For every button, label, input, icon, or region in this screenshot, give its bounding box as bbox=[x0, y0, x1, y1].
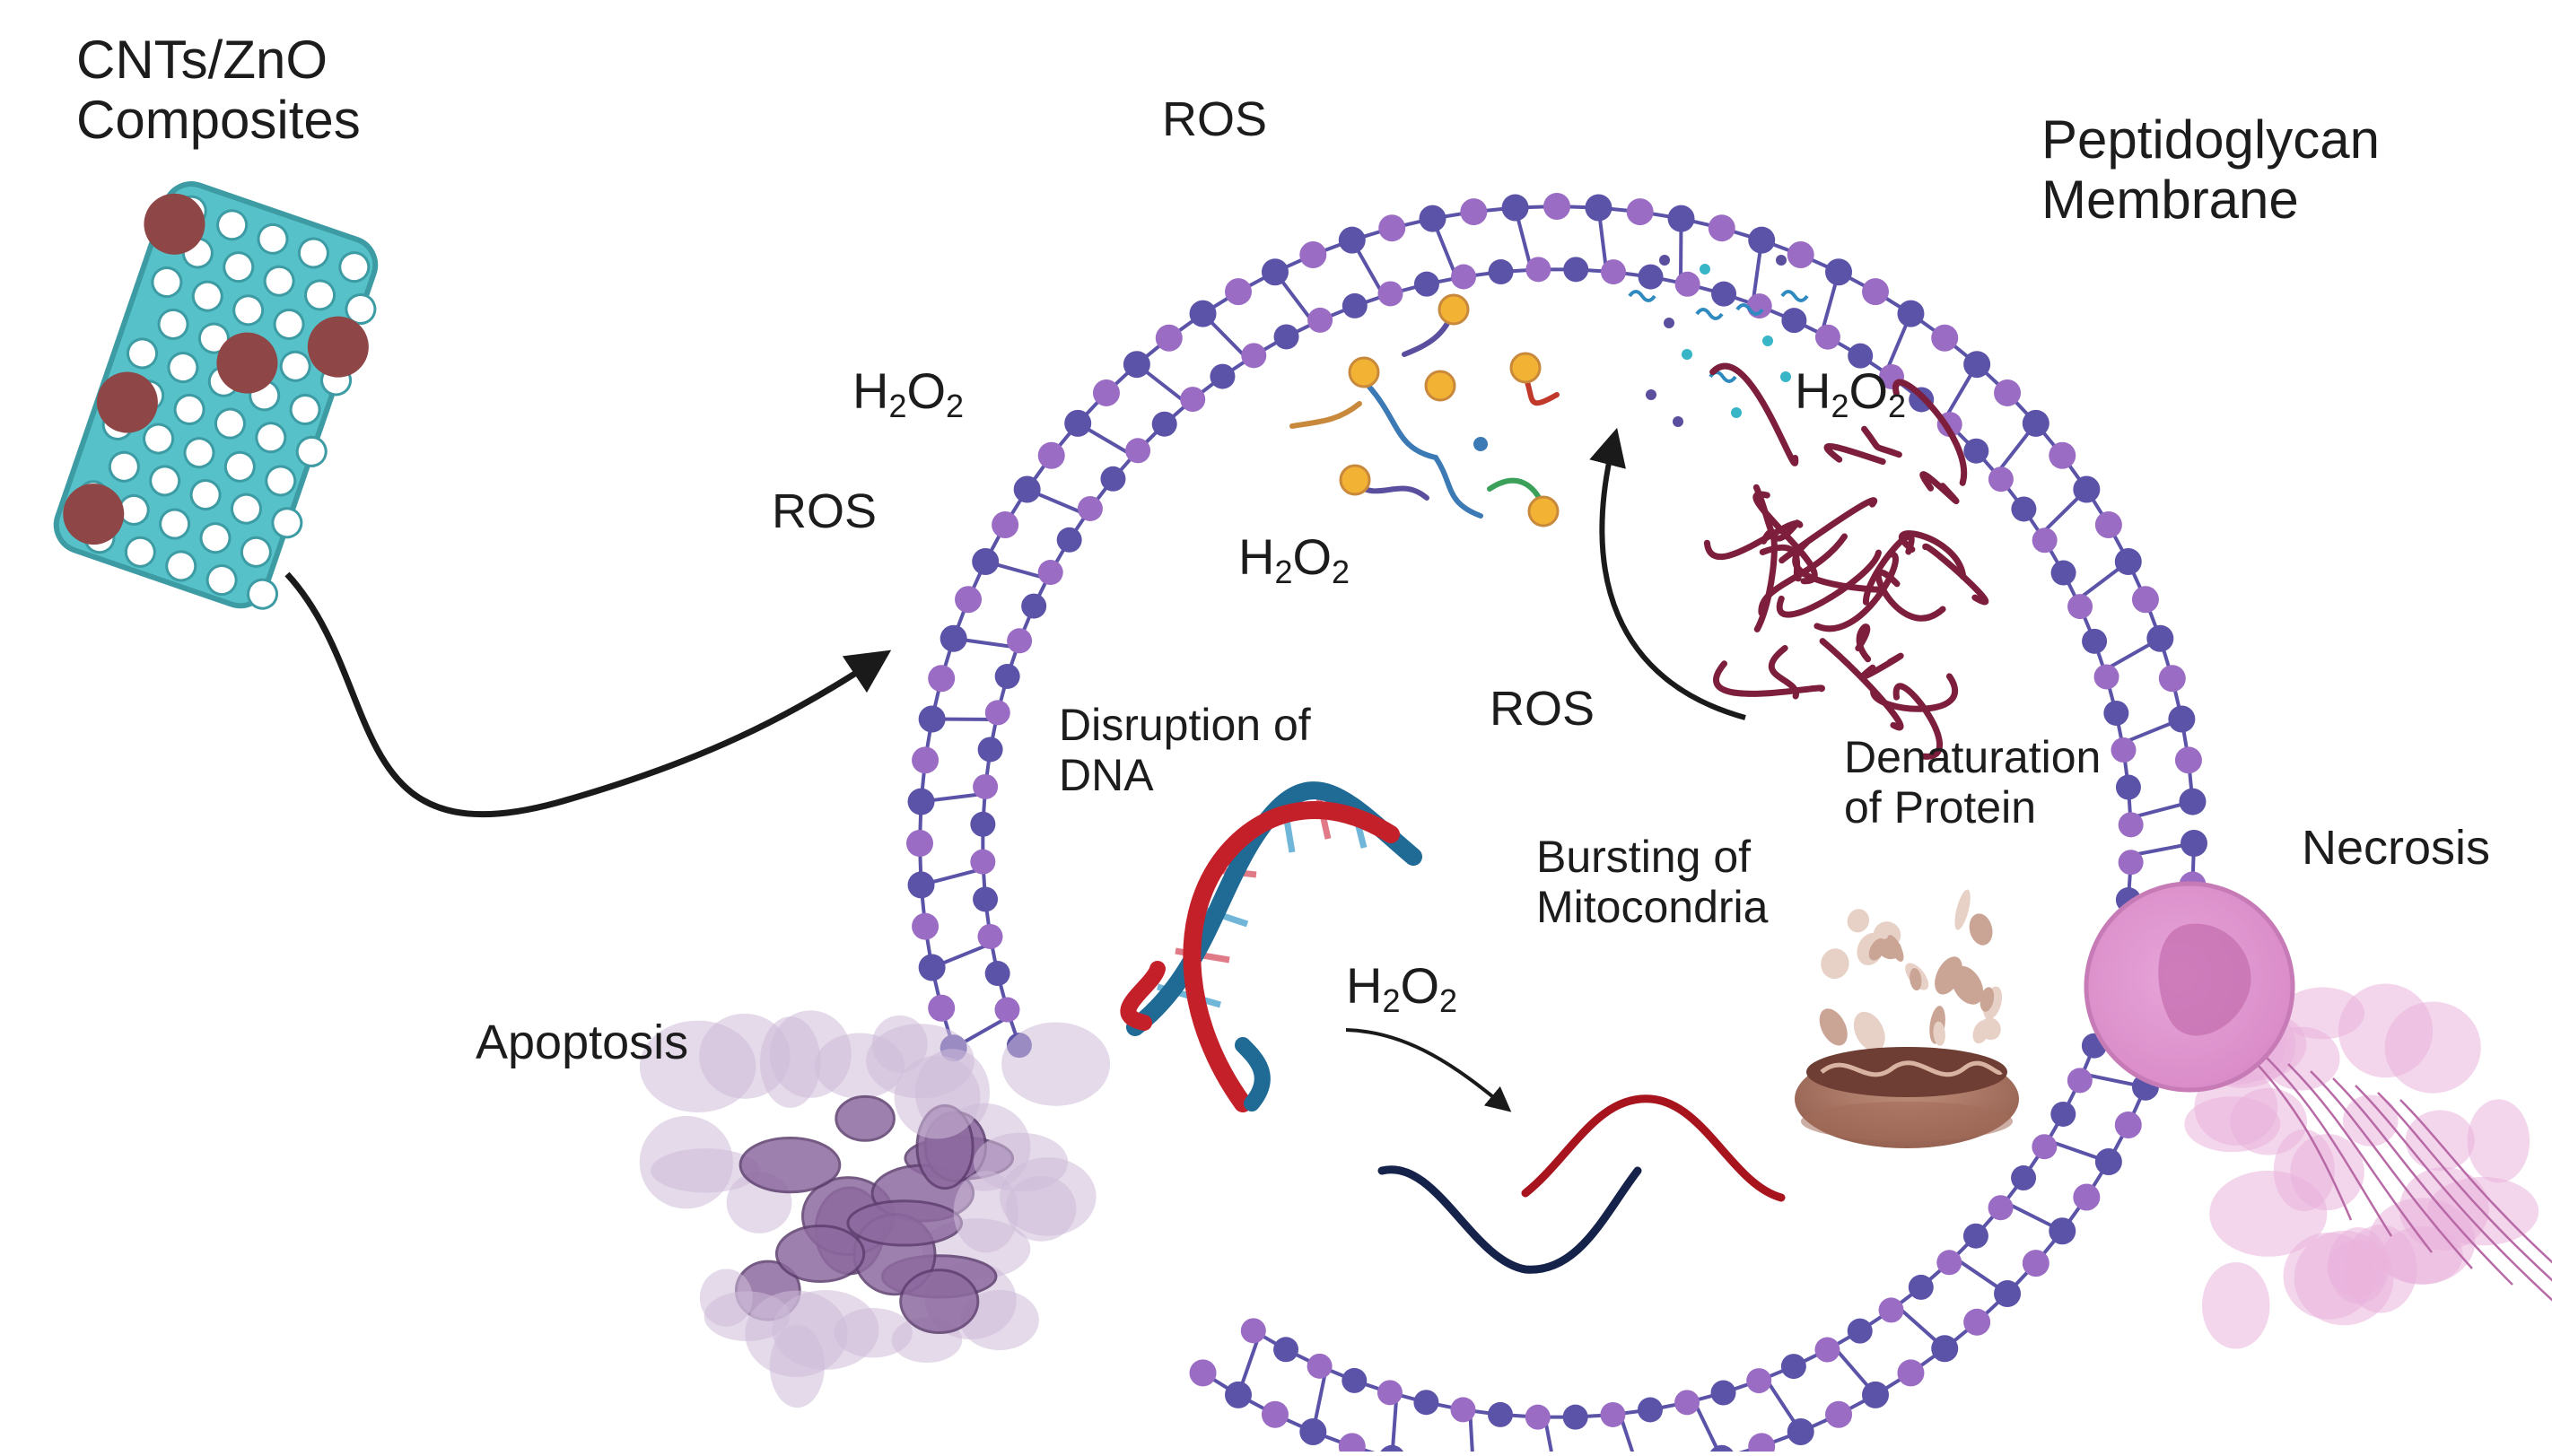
necrosis-icon bbox=[2086, 884, 2552, 1348]
composite-label-line1: CNTs/ZnO bbox=[76, 30, 361, 90]
apoptosis-label: Apoptosis bbox=[476, 1016, 688, 1069]
ros-label-left: ROS bbox=[772, 484, 877, 538]
cnt-zno-composite-icon bbox=[35, 171, 402, 619]
membrane-label-line2: Membrane bbox=[2041, 170, 2380, 230]
necrosis-label: Necrosis bbox=[2302, 821, 2490, 875]
mitochondria-icon bbox=[1795, 888, 2019, 1148]
denatured-protein-icon bbox=[1707, 366, 1985, 756]
composite-label-line2: Composites bbox=[76, 90, 361, 150]
molecule-fragments-icon bbox=[1292, 295, 1558, 526]
membrane-label: Peptidoglycan Membrane bbox=[2041, 109, 2380, 230]
mitochondria-label: Bursting of Mitocondria bbox=[1536, 832, 1768, 932]
entry-arrow bbox=[287, 574, 884, 815]
dna-label-line1: Disruption of bbox=[1059, 700, 1311, 750]
mito-label-line1: Bursting of bbox=[1536, 832, 1768, 882]
dna-label-line2: DNA bbox=[1059, 750, 1311, 800]
protein-arrow bbox=[1602, 435, 1745, 718]
dna-helix-icon bbox=[1128, 790, 1413, 1103]
protein-label-line1: Denaturation bbox=[1844, 732, 2101, 782]
ros-label-top: ROS bbox=[1162, 92, 1267, 146]
h2o2-label-dna: H2O2 bbox=[1346, 957, 1457, 1019]
composite-label: CNTs/ZnO Composites bbox=[76, 30, 361, 150]
dna-arrow bbox=[1346, 1030, 1508, 1109]
broken-dna-strand-red bbox=[1525, 1099, 1781, 1198]
h2o2-label-left: H2O2 bbox=[852, 362, 964, 424]
mito-label-line2: Mitocondria bbox=[1536, 882, 1768, 932]
dna-disruption-label: Disruption of DNA bbox=[1059, 700, 1311, 800]
membrane-label-line1: Peptidoglycan bbox=[2041, 109, 2380, 170]
ros-label-center: ROS bbox=[1490, 682, 1595, 736]
protein-label-line2: of Protein bbox=[1844, 782, 2101, 833]
protein-denaturation-label: Denaturation of Protein bbox=[1844, 732, 2101, 833]
broken-dna-strand-blue bbox=[1382, 1170, 1638, 1270]
apoptosis-icon bbox=[640, 1010, 1110, 1408]
h2o2-label-center: H2O2 bbox=[1238, 528, 1350, 590]
